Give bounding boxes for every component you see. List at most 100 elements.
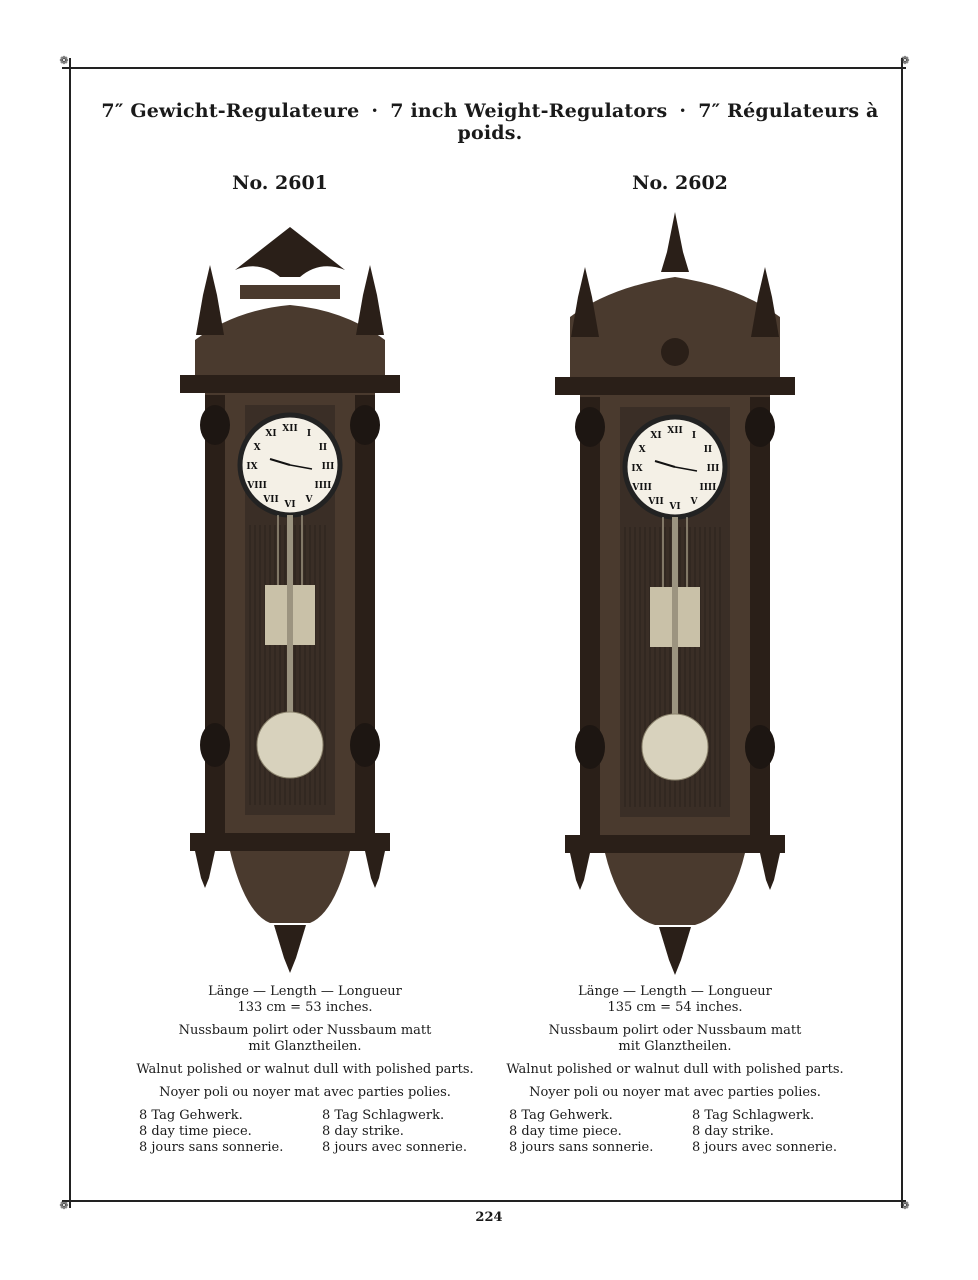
side-drop-finial-icon (365, 851, 385, 888)
border-left (69, 58, 71, 1208)
border-bottom (62, 1200, 906, 1202)
bottom-finial-icon (274, 925, 306, 973)
corner-ornament-icon: ❁ (59, 1199, 69, 1212)
hour-hand (269, 458, 291, 466)
side-finial-icon (356, 265, 384, 335)
border-right (901, 58, 903, 1208)
length-value: 135 cm = 54 inches. (607, 1000, 743, 1015)
crest-block (240, 285, 340, 299)
cornice (180, 375, 400, 393)
pendulum-rod (672, 517, 678, 747)
spec-line: 8 Tag Gehwerk. (139, 1108, 243, 1123)
dial-numeral: XI (650, 431, 661, 441)
dial-numeral: V (305, 495, 314, 505)
weight (291, 585, 315, 645)
corner-ornament-icon: ❁ (900, 1199, 910, 1212)
base-bracket (230, 851, 350, 923)
pendulum-bob (641, 713, 709, 781)
border-top (62, 67, 906, 69)
title-separator: · (679, 100, 687, 122)
pediment (570, 277, 780, 377)
column (580, 397, 600, 837)
minute-hand (674, 466, 698, 472)
side-finial-icon (751, 267, 779, 337)
model-number-2601: No. 2601 (232, 172, 328, 194)
column-turning (350, 405, 380, 445)
dial-numeral: I (307, 429, 311, 439)
spec-line: 8 Tag Schlagwerk. (692, 1108, 815, 1123)
dial-numeral: XII (667, 426, 682, 436)
dial-numeral: IIII (314, 481, 331, 491)
length-label: Länge — Length — Longueur (208, 984, 402, 999)
material-french: Noyer poli ou noyer mat avec parties pol… (529, 1085, 821, 1100)
column-turning (350, 723, 380, 767)
dial-numeral: XI (265, 429, 276, 439)
dial-numeral: II (319, 443, 327, 453)
top-finial-icon (661, 212, 689, 272)
bottom-finial-icon (659, 927, 691, 975)
material-english: Walnut polished or walnut dull with poli… (506, 1062, 844, 1077)
corner-ornament-icon: ❁ (59, 54, 69, 67)
spec-line: 8 day strike. (692, 1124, 774, 1139)
corner-ornament-icon: ❁ (900, 54, 910, 67)
dial-numeral: VIII (246, 481, 267, 491)
spec-line: 8 day time piece. (139, 1124, 252, 1139)
material-german: Nussbaum polirt oder Nussbaum matt (178, 1023, 432, 1038)
dial-numeral: IIII (699, 483, 716, 493)
movement-specs: 8 Tag Gehwerk.8 day time piece.8 jours s… (125, 1108, 485, 1156)
dial-numeral: V (690, 497, 699, 507)
page-number: 224 (475, 1210, 503, 1225)
material-english: Walnut polished or walnut dull with poli… (136, 1062, 474, 1077)
column (205, 395, 225, 835)
dial-numeral: VII (647, 497, 663, 507)
spec-line: 8 jours sans sonnerie. (509, 1140, 654, 1155)
title-separator: · (371, 100, 379, 122)
spec-line: 8 Tag Gehwerk. (509, 1108, 613, 1123)
model-number-2602: No. 2602 (632, 172, 728, 194)
side-finial-icon (196, 265, 224, 335)
length-value: 133 cm = 53 inches. (237, 1000, 373, 1015)
weight (650, 587, 674, 647)
length-label: Länge — Length — Longueur (578, 984, 772, 999)
dial-numeral: VI (283, 500, 295, 510)
side-drop-finial-icon (195, 851, 215, 888)
title-french: 7″ Régulateurs à poids. (457, 100, 879, 144)
minute-hand (289, 464, 313, 470)
cornice (555, 377, 795, 395)
dial-numeral: II (704, 445, 712, 455)
column-turning (200, 405, 230, 445)
spec-line: 8 jours avec sonnerie. (322, 1140, 467, 1155)
movement-specs: 8 Tag Gehwerk.8 day time piece.8 jours s… (495, 1108, 855, 1156)
column-turning (745, 407, 775, 447)
page-title: 7″ Gewicht-Regulateure·7 inch Weight-Reg… (70, 100, 910, 144)
side-drop-finial-icon (760, 853, 780, 890)
column (750, 397, 770, 837)
spec-line: 8 day time piece. (509, 1124, 622, 1139)
pendulum-bob (256, 711, 324, 779)
material-german: Nussbaum polirt oder Nussbaum matt (548, 1023, 802, 1038)
pediment (195, 305, 385, 375)
base-bracket (605, 853, 745, 925)
title-german: 7″ Gewicht-Regulateure (101, 100, 360, 122)
column-turning (575, 407, 605, 447)
dial-numeral: X (639, 445, 646, 455)
dial-numeral: VII (262, 495, 278, 505)
spec-line: 8 jours avec sonnerie. (692, 1140, 837, 1155)
dial-numeral: III (707, 464, 720, 474)
column-turning (575, 725, 605, 769)
spec-line: 8 Tag Schlagwerk. (322, 1108, 445, 1123)
dial-numeral: X (254, 443, 261, 453)
rosette-icon (661, 338, 689, 366)
spec-line: 8 jours sans sonnerie. (139, 1140, 284, 1155)
hour-hand (654, 460, 676, 468)
pendulum-rod (287, 515, 293, 745)
column (355, 395, 375, 835)
weight (676, 587, 700, 647)
dial-numeral: III (322, 462, 335, 472)
dial-numeral: XII (282, 424, 297, 434)
material-french: Noyer poli ou noyer mat avec parties pol… (159, 1085, 451, 1100)
